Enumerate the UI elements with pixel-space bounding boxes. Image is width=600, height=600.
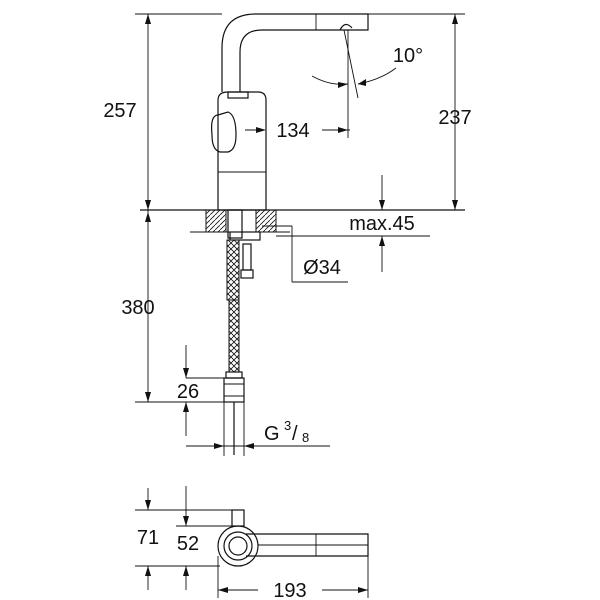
dim-max45 bbox=[276, 175, 430, 272]
deck-hatch-right bbox=[255, 209, 277, 233]
dim-193-label-bg bbox=[258, 578, 322, 600]
dim-237 bbox=[368, 13, 465, 210]
dim-thread bbox=[186, 402, 330, 456]
dim-380 bbox=[135, 210, 224, 403]
dim-label-257: 257 bbox=[103, 100, 136, 122]
faucet-top-view bbox=[217, 509, 369, 567]
dim-label-71: 71 bbox=[137, 527, 159, 549]
faucet-body bbox=[217, 91, 267, 211]
thread-label-num: 3 bbox=[284, 418, 291, 433]
dim-label-237: 237 bbox=[438, 107, 471, 129]
dim-label-193: 193 bbox=[273, 580, 306, 600]
connection-nut bbox=[223, 377, 245, 403]
dim-71 bbox=[135, 488, 232, 590]
dim-label-26: 26 bbox=[177, 381, 199, 403]
dim-label-52: 52 bbox=[177, 533, 199, 555]
thread-label-base: G bbox=[264, 423, 280, 445]
dim-diameter bbox=[262, 225, 348, 283]
spout-outline bbox=[221, 13, 369, 92]
dim-26 bbox=[183, 345, 224, 436]
sensor-window bbox=[211, 111, 237, 153]
thread-label-den: 8 bbox=[302, 430, 309, 445]
dim-52 bbox=[176, 486, 232, 590]
deck-hatch-left bbox=[205, 209, 227, 233]
top-body-inner bbox=[223, 531, 253, 561]
dim-label-max45: max.45 bbox=[349, 213, 415, 235]
dim-label-134: 134 bbox=[276, 120, 309, 142]
faucet-side-view bbox=[211, 13, 369, 211]
mounting-shank bbox=[227, 209, 243, 239]
supply-hoses bbox=[223, 239, 254, 455]
top-body-core bbox=[228, 536, 248, 556]
dim-label-angle: 10° bbox=[393, 45, 423, 67]
thread-label-slash: / bbox=[292, 423, 298, 445]
mounting-nut bbox=[229, 231, 261, 241]
hose-ferrule bbox=[225, 371, 243, 379]
body-cap bbox=[227, 91, 249, 99]
hose-cable bbox=[242, 243, 252, 271]
dim-label-diameter: Ø34 bbox=[303, 257, 341, 279]
dim-257 bbox=[135, 13, 222, 210]
top-sensor bbox=[231, 509, 245, 527]
deck-section bbox=[140, 209, 465, 241]
hose-lower bbox=[228, 299, 240, 373]
hose-upper bbox=[226, 239, 240, 301]
aerator bbox=[339, 23, 353, 31]
dim-angle bbox=[311, 29, 397, 99]
cable-clip bbox=[240, 269, 254, 279]
dim-label-380: 380 bbox=[121, 297, 154, 319]
